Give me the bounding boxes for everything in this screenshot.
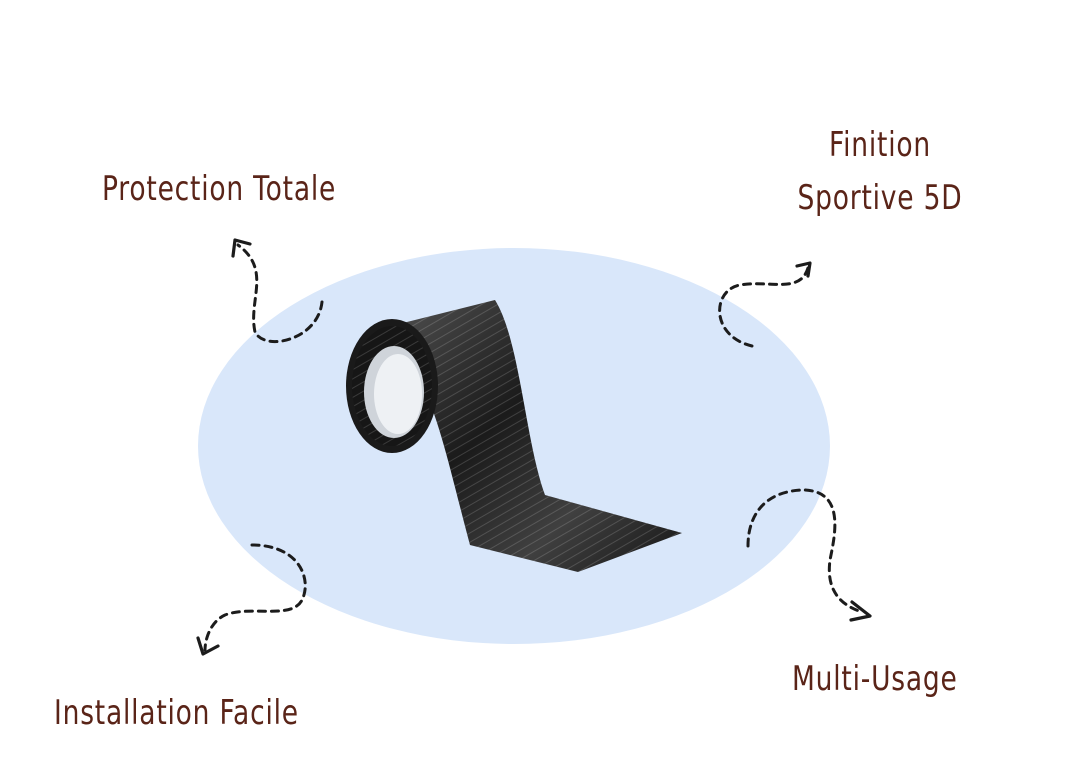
feature-finition-line1: Finition: [829, 125, 931, 165]
feature-finition-label: Finition Sportive 5D: [794, 125, 966, 219]
arrowhead-install-icon: [196, 636, 220, 656]
feature-protection-label: Protection Totale: [102, 169, 337, 209]
arrowhead-multi-icon: [849, 600, 872, 622]
feature-finition-line2: Sportive 5D: [797, 178, 963, 219]
tape-roll: [346, 300, 682, 572]
arrowhead-finition-icon: [795, 261, 812, 278]
arrow-multi-icon: [746, 488, 864, 614]
arrow-finition-icon: [718, 266, 810, 348]
arrow-install-icon: [203, 543, 307, 652]
arrowhead-protection-icon: [231, 238, 252, 258]
feature-installation-label: Installation Facile: [54, 693, 299, 733]
arrow-protection-icon: [236, 243, 324, 343]
feature-multi-usage-label: Multi-Usage: [792, 659, 958, 699]
